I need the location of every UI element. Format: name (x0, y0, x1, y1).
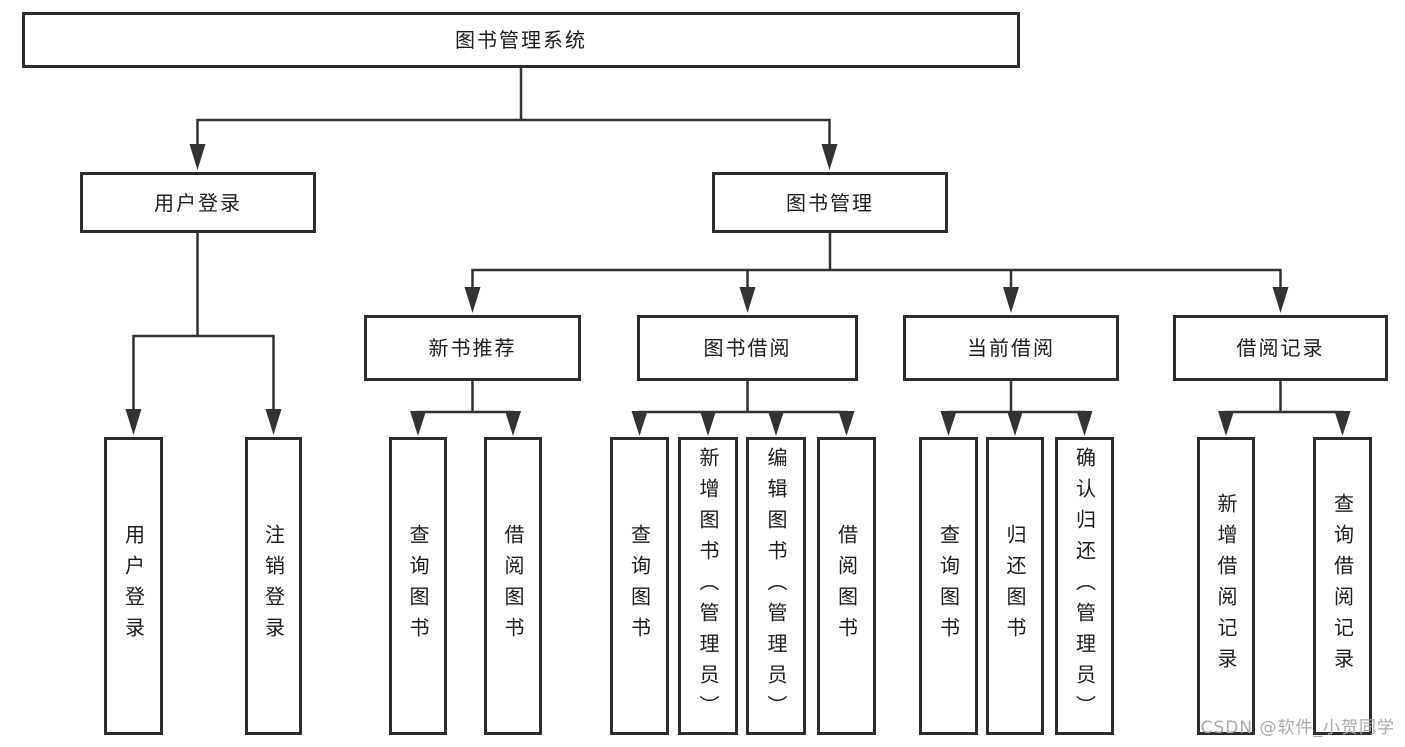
node-root-label: 图书管理系统 (455, 28, 587, 52)
node-borrow-records: 借阅记录 (1173, 315, 1388, 381)
leaf-recommend-borrow-books: 借阅图书 (484, 437, 542, 735)
arrow-down-icon (1272, 287, 1289, 313)
node-current-borrowing-label: 当前借阅 (967, 336, 1055, 360)
leaf-edit-books-admin-label: 编辑图书（管理员） (764, 446, 788, 726)
leaf-borrowing-borrow-books-label: 借阅图书 (834, 524, 859, 648)
node-borrow-records-label: 借阅记录 (1236, 336, 1325, 360)
arrow-down-icon (410, 411, 426, 436)
arrow-down-icon (940, 411, 957, 436)
arrow-down-icon (631, 411, 648, 436)
arrow-down-icon (1007, 411, 1023, 436)
node-new-book-recommend: 新书推荐 (364, 315, 581, 381)
arrow-down-icon (700, 411, 716, 436)
node-user-login-label: 用户登录 (154, 190, 242, 215)
arrow-down-icon (265, 409, 282, 435)
leaf-user-login: 用户登录 (104, 437, 163, 735)
leaf-return-books-label: 归还图书 (1003, 524, 1027, 648)
node-book-management: 图书管理 (712, 172, 948, 233)
leaf-add-books-admin: 新增图书（管理员） (678, 437, 738, 735)
leaf-borrowing-borrow-books: 借阅图书 (817, 437, 876, 735)
leaf-current-query-books: 查询图书 (919, 437, 978, 735)
arrow-down-icon (821, 144, 838, 170)
leaf-return-books: 归还图书 (986, 437, 1044, 735)
arrow-down-icon (739, 287, 756, 313)
leaf-add-borrow-record-label: 新增借阅记录 (1214, 493, 1238, 679)
leaf-recommend-query-books: 查询图书 (389, 437, 447, 735)
node-book-borrowing: 图书借阅 (637, 315, 858, 381)
leaf-edit-books-admin: 编辑图书（管理员） (746, 437, 806, 735)
arrow-down-icon (768, 411, 784, 436)
arrow-down-icon (505, 411, 521, 436)
node-book-management-label: 图书管理 (786, 190, 874, 215)
leaf-logout-label: 注销登录 (261, 524, 286, 648)
arrowhead-icons (125, 144, 1351, 436)
leaf-user-login-label: 用户登录 (121, 524, 146, 648)
leaf-add-borrow-record: 新增借阅记录 (1197, 437, 1255, 735)
arrow-down-icon (1218, 411, 1234, 436)
arrow-down-icon (1076, 411, 1093, 436)
leaf-logout: 注销登录 (245, 437, 302, 735)
leaf-borrowing-query-books: 查询图书 (610, 437, 669, 735)
leaf-query-borrow-record-label: 查询借阅记录 (1330, 493, 1355, 679)
leaf-query-borrow-record: 查询借阅记录 (1313, 437, 1372, 735)
arrow-down-icon (1003, 287, 1019, 313)
arrow-down-icon (464, 287, 481, 313)
csdn-watermark: CSDN @软件_小贺同学 (1200, 718, 1395, 738)
node-root: 图书管理系统 (22, 12, 1020, 68)
arrow-down-icon (838, 411, 855, 436)
leaf-recommend-borrow-books-label: 借阅图书 (501, 524, 525, 648)
leaf-borrowing-query-books-label: 查询图书 (627, 524, 652, 648)
node-user-login: 用户登录 (80, 172, 316, 233)
leaf-current-query-books-label: 查询图书 (936, 524, 961, 648)
leaf-recommend-query-books-label: 查询图书 (406, 524, 430, 648)
leaf-confirm-return-admin: 确认归还（管理员） (1055, 437, 1114, 735)
leaf-add-books-admin-label: 新增图书（管理员） (696, 446, 720, 726)
node-new-book-recommend-label: 新书推荐 (428, 336, 517, 360)
arrow-down-icon (125, 409, 142, 435)
arrow-down-icon (189, 144, 206, 170)
node-current-borrowing: 当前借阅 (903, 315, 1119, 381)
node-book-borrowing-label: 图书借阅 (703, 336, 792, 360)
leaf-confirm-return-admin-label: 确认归还（管理员） (1072, 446, 1097, 726)
arrow-down-icon (1334, 411, 1351, 436)
